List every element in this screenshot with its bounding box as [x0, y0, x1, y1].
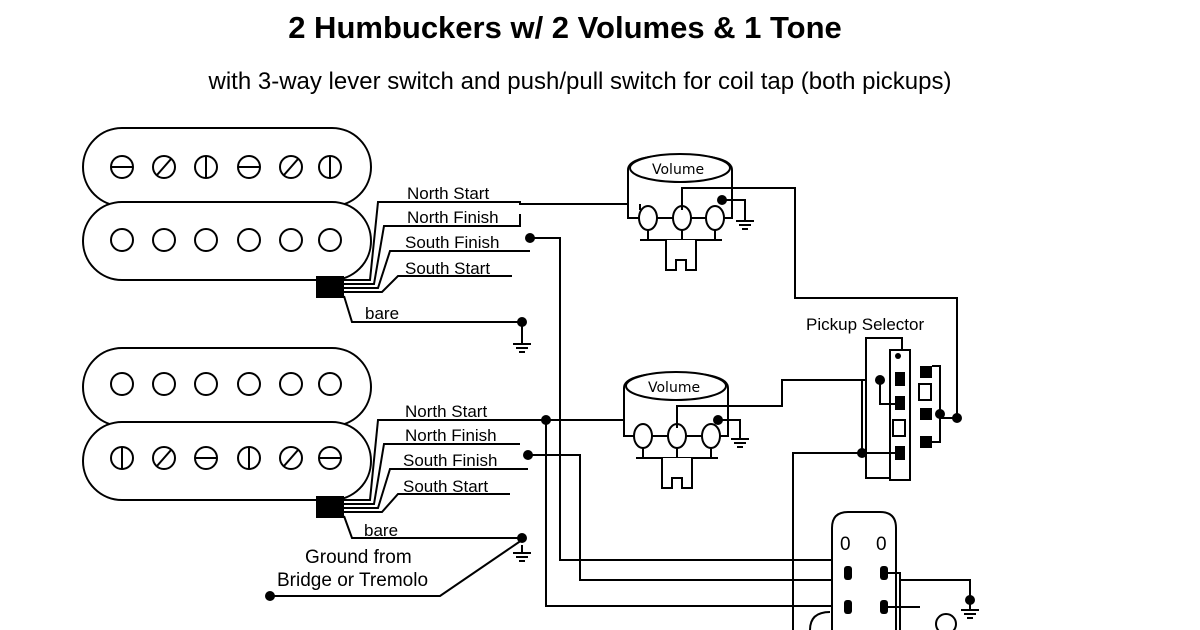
- tone-capacitor: [935, 613, 957, 630]
- pushpull-lug-left: 0: [840, 534, 851, 555]
- neck-coil-bottom: [82, 201, 372, 281]
- bridge-screws: [110, 446, 342, 470]
- bridge-ground-wire: [270, 539, 523, 597]
- diagram-title: 2 Humbuckers w/ 2 Volumes & 1 Tone: [288, 10, 842, 45]
- volume-pot-bridge: Volume: [623, 371, 729, 489]
- pushpull-lug-right: 0: [876, 534, 887, 555]
- volume-pot-neck: Volume: [627, 153, 733, 271]
- bridge-south-finish-label: South Finish: [403, 451, 498, 470]
- bridge-south-start-label: South Start: [403, 477, 488, 496]
- neck-south-start-label: South Start: [405, 259, 490, 278]
- ground-icon: [960, 601, 980, 619]
- pickup-bridge: [82, 347, 372, 518]
- pickup-neck: [82, 127, 372, 298]
- neck-screws: [110, 155, 342, 179]
- neck-north-start-label: North Start: [407, 184, 489, 203]
- diagram-subtitle: with 3-way lever switch and push/pull sw…: [208, 68, 952, 95]
- ground-icon: [512, 335, 532, 353]
- neck-wires: [343, 201, 640, 323]
- neck-bare-label: bare: [365, 304, 399, 323]
- bridge-bare-label: bare: [364, 521, 398, 540]
- volume-bridge-label: Volume: [648, 380, 700, 396]
- ground-icon: [512, 544, 532, 562]
- neck-cable: [316, 276, 344, 298]
- volume-neck-label: Volume: [652, 162, 704, 178]
- bridge-north-finish-label: North Finish: [405, 426, 497, 445]
- push-pull-switch: 0 0: [831, 511, 897, 630]
- pickup-selector-switch: [865, 337, 932, 481]
- neck-south-finish-label: South Finish: [405, 233, 500, 252]
- bridge-cable: [316, 496, 344, 518]
- neck-north-finish-label: North Finish: [407, 208, 499, 227]
- bridge-tremolo-label: Bridge or Tremolo: [277, 570, 428, 591]
- ground-from-label: Ground from: [305, 547, 412, 568]
- pickup-selector-label: Pickup Selector: [806, 315, 924, 334]
- vol2-output-wire: [676, 379, 880, 428]
- bridge-wires: [343, 419, 640, 539]
- vol1-output-wire: [681, 187, 958, 418]
- bridge-north-start-label: North Start: [405, 402, 487, 421]
- bridge-coil-bottom: [82, 421, 372, 501]
- neck-poles: [110, 228, 342, 252]
- bridge-poles: [110, 372, 342, 396]
